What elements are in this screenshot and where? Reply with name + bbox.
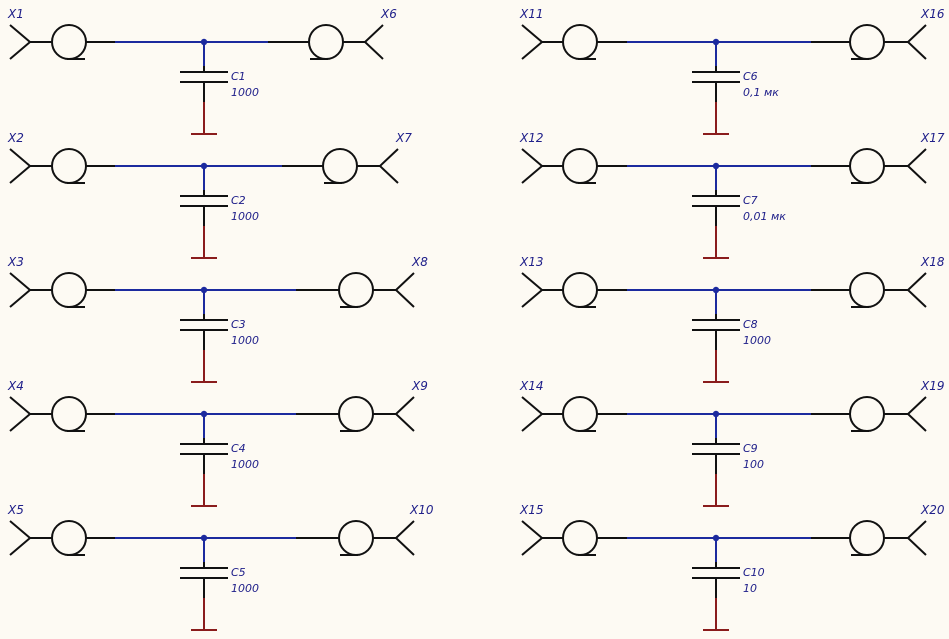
capacitor-ref-label: C6	[743, 70, 758, 83]
capacitor-value-label: 10	[743, 582, 757, 595]
capacitor-ref-label: C5	[231, 566, 246, 579]
capacitor-ref-label: C9	[743, 442, 758, 455]
connector-left-icon	[9, 272, 32, 308]
connector-right-icon	[906, 520, 927, 556]
left-connector-label: X2	[7, 131, 24, 145]
left-connector-label: X4	[7, 379, 24, 393]
connector-left-icon	[9, 148, 32, 184]
capacitor-value-label: 1000	[231, 458, 259, 471]
right-connector-label: X16	[920, 7, 945, 21]
left-connector-label: X13	[519, 255, 544, 269]
connector-left-icon	[521, 520, 544, 556]
coax-right-icon	[849, 272, 885, 308]
connector-left-icon	[521, 272, 544, 308]
right-connector-label: X8	[411, 255, 428, 269]
connector-left-icon	[9, 24, 32, 60]
right-connector-label: X17	[920, 131, 945, 145]
connector-left-icon	[9, 396, 32, 432]
capacitor-ref-label: C3	[231, 318, 246, 331]
capacitor-ref-label: C8	[743, 318, 758, 331]
coax-right-icon	[849, 520, 885, 556]
coax-left-icon	[562, 272, 598, 308]
coax-left-icon	[562, 148, 598, 184]
connector-right-icon	[363, 24, 384, 60]
capacitor-value-label: 1000	[231, 582, 259, 595]
coax-left-icon	[51, 520, 87, 556]
left-connector-label: X15	[519, 503, 544, 517]
coax-right-icon	[322, 148, 358, 184]
right-connector-label: X19	[920, 379, 945, 393]
coax-left-icon	[51, 396, 87, 432]
left-connector-label: X5	[7, 503, 24, 517]
capacitor-value-label: 1000	[743, 334, 771, 347]
coax-left-icon	[562, 520, 598, 556]
left-connector-label: X3	[7, 255, 24, 269]
left-connector-label: X11	[519, 7, 544, 21]
capacitor-value-label: 0,01 мк	[743, 210, 786, 223]
coax-right-icon	[849, 148, 885, 184]
connector-right-icon	[906, 396, 927, 432]
connector-left-icon	[9, 520, 32, 556]
capacitor-ref-label: C2	[231, 194, 246, 207]
right-connector-label: X6	[380, 7, 397, 21]
capacitor-value-label: 1000	[231, 334, 259, 347]
coax-right-icon	[338, 520, 374, 556]
coax-left-icon	[562, 396, 598, 432]
right-connector-label: X7	[395, 131, 412, 145]
connector-right-icon	[394, 520, 415, 556]
connector-right-icon	[394, 396, 415, 432]
coax-left-icon	[51, 148, 87, 184]
right-connector-label: X9	[411, 379, 428, 393]
coax-left-icon	[51, 272, 87, 308]
capacitor-value-label: 1000	[231, 86, 259, 99]
coax-right-icon	[849, 396, 885, 432]
right-connector-label: X18	[920, 255, 945, 269]
left-connector-label: X1	[7, 7, 24, 21]
connector-right-icon	[906, 24, 927, 60]
coax-right-icon	[338, 396, 374, 432]
connector-left-icon	[521, 396, 544, 432]
left-connector-label: X12	[519, 131, 544, 145]
right-connector-label: X20	[920, 503, 945, 517]
connector-left-icon	[521, 24, 544, 60]
coax-right-icon	[849, 24, 885, 60]
connector-right-icon	[378, 148, 399, 184]
connector-right-icon	[906, 148, 927, 184]
capacitor-ref-label: C1	[231, 70, 246, 83]
connector-right-icon	[906, 272, 927, 308]
capacitor-ref-label: C4	[231, 442, 246, 455]
coax-left-icon	[562, 24, 598, 60]
capacitor-value-label: 100	[743, 458, 764, 471]
connector-left-icon	[521, 148, 544, 184]
capacitor-value-label: 0,1 мк	[743, 86, 779, 99]
coax-left-icon	[51, 24, 87, 60]
connector-right-icon	[394, 272, 415, 308]
capacitor-value-label: 1000	[231, 210, 259, 223]
capacitor-ref-label: C7	[743, 194, 758, 207]
coax-right-icon	[338, 272, 374, 308]
right-connector-label: X10	[409, 503, 434, 517]
capacitor-ref-label: C10	[743, 566, 765, 579]
left-connector-label: X14	[519, 379, 544, 393]
coax-right-icon	[308, 24, 344, 60]
